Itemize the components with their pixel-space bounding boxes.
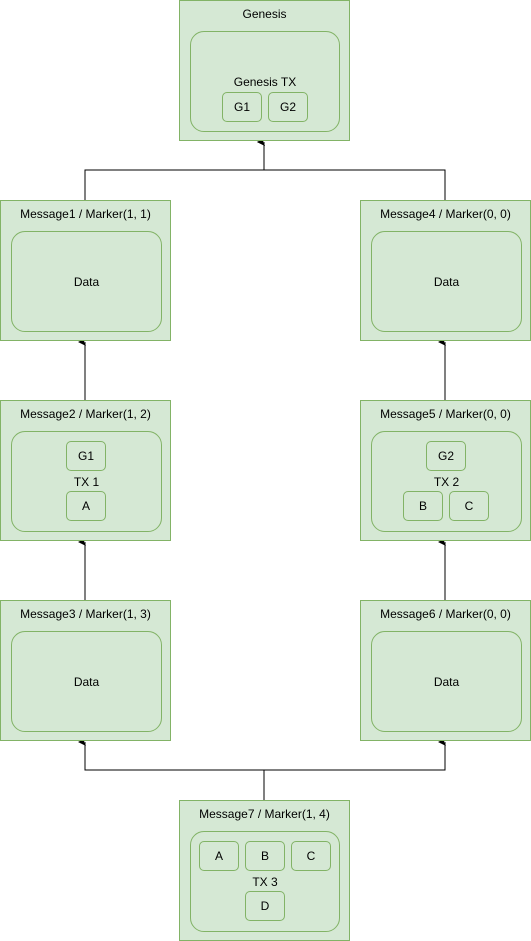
- message3-payload-box: Data: [11, 631, 162, 732]
- message2-tx-box: G1 TX 1 A: [11, 431, 162, 532]
- message2-tx-label: TX 1: [73, 475, 100, 489]
- message2-title: Message2 / Marker(1, 2): [20, 407, 151, 421]
- message3-title: Message3 / Marker(1, 3): [20, 607, 151, 621]
- genesis-node[interactable]: Genesis Genesis TX G1 G2: [179, 0, 350, 141]
- genesis-tx-box: Genesis TX G1 G2: [190, 31, 340, 132]
- message7-tx-label: TX 3: [252, 875, 278, 889]
- message5-output-b: B: [403, 491, 443, 521]
- message3-payload-label: Data: [73, 675, 100, 689]
- message4-payload-label: Data: [433, 275, 460, 289]
- message1-payload-box: Data: [11, 231, 162, 332]
- message6-payload-box: Data: [371, 631, 522, 732]
- message7-input-c: C: [291, 841, 331, 871]
- edge-message7-to-message3: [78, 738, 265, 800]
- message6-node[interactable]: Message6 / Marker(0, 0) Data: [360, 600, 531, 741]
- message1-title: Message1 / Marker(1, 1): [20, 207, 151, 221]
- message4-title: Message4 / Marker(0, 0): [380, 207, 511, 221]
- message2-input-g1: G1: [66, 441, 106, 471]
- message7-title: Message7 / Marker(1, 4): [199, 807, 330, 821]
- message7-tx-box: A B C TX 3 D: [190, 831, 340, 932]
- genesis-output-g1: G1: [222, 92, 262, 122]
- genesis-output-g2: G2: [268, 92, 308, 122]
- message5-node[interactable]: Message5 / Marker(0, 0) G2 TX 2 B C: [360, 400, 531, 541]
- message1-payload-label: Data: [73, 275, 100, 289]
- message5-tx-box: G2 TX 2 B C: [371, 431, 522, 532]
- message2-node[interactable]: Message2 / Marker(1, 2) G1 TX 1 A: [0, 400, 171, 541]
- message3-node[interactable]: Message3 / Marker(1, 3) Data: [0, 600, 171, 741]
- message7-input-b: B: [245, 841, 285, 871]
- genesis-title: Genesis: [242, 7, 287, 21]
- message5-input-g2: G2: [426, 441, 466, 471]
- message5-title: Message5 / Marker(0, 0): [380, 407, 511, 421]
- edge-message4-to-genesis: [257, 138, 446, 200]
- message1-node[interactable]: Message1 / Marker(1, 1) Data: [0, 200, 171, 341]
- message7-input-a: A: [199, 841, 239, 871]
- edge-message7-to-message6: [263, 738, 446, 800]
- message5-tx-label: TX 2: [433, 475, 460, 489]
- message7-output-d: D: [245, 891, 285, 921]
- genesis-tx-label: Genesis TX: [233, 75, 297, 89]
- message5-output-c: C: [449, 491, 489, 521]
- message4-node[interactable]: Message4 / Marker(0, 0) Data: [360, 200, 531, 341]
- message7-node[interactable]: Message7 / Marker(1, 4) A B C TX 3 D: [179, 800, 350, 941]
- message4-payload-box: Data: [371, 231, 522, 332]
- message6-payload-label: Data: [433, 675, 460, 689]
- message6-title: Message6 / Marker(0, 0): [380, 607, 511, 621]
- message2-output-a: A: [66, 491, 106, 521]
- edge-message1-to-genesis: [84, 138, 265, 200]
